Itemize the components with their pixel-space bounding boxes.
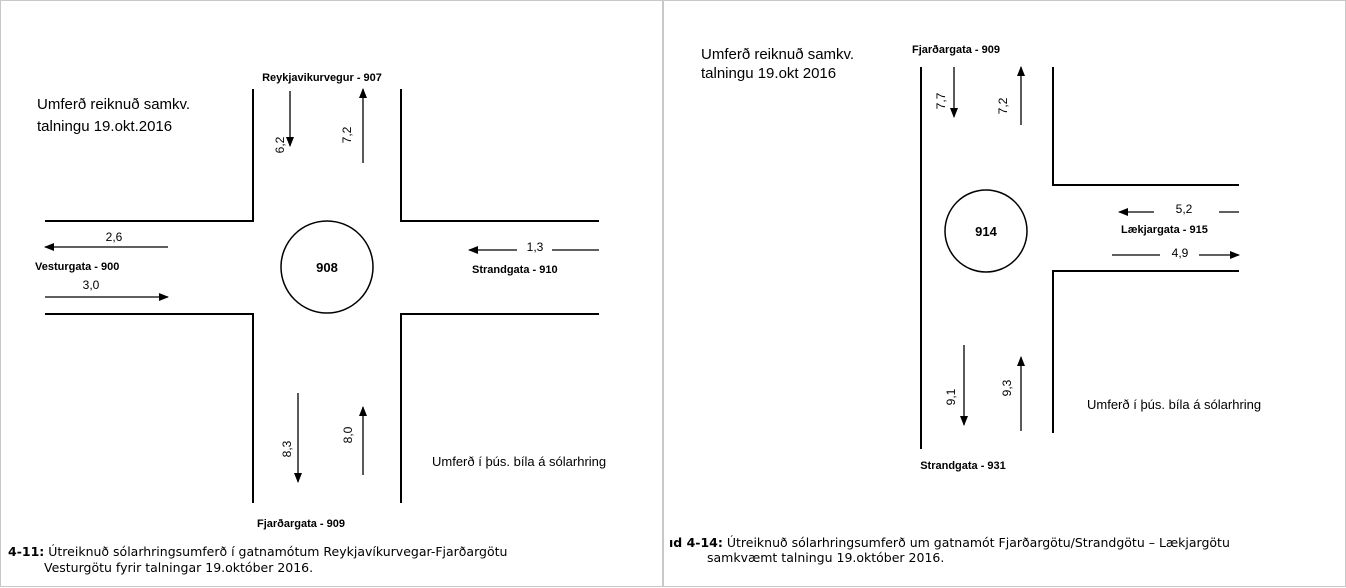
flow-label-south-down: 9,1 [944,388,958,405]
roundabout-circle [280,220,374,314]
street-label-north: Reykjavikurvegur - 907 [262,72,382,84]
units-note: Umferð í þús. bíla á sólarhring [1087,397,1261,412]
caption-number: ıd 4-14: [669,535,723,550]
note-title-line1: Umferð reiknuð samkv. [701,46,854,63]
figure-caption-left: 4-11: Útreiknuð sólarhringsumferð í gatn… [8,544,507,559]
road-edge-se [1052,270,1239,433]
flow-label-north-up: 7,2 [340,126,354,143]
roundabout-label: 914 [975,224,997,239]
flow-label-west-out: 2,6 [106,230,123,244]
road-edge-nw [45,89,254,222]
figure-caption-left-line2: Vesturgötu fyrir talningar 19.október 20… [44,560,313,575]
street-label-south: Fjarðargata - 909 [257,518,345,530]
street-label-west: Vesturgata - 900 [35,261,119,273]
flow-label-east-out: 4,9 [1172,246,1189,260]
flow-label-north-down: 6,2 [273,136,287,153]
figure-caption-right-line2: samkvæmt talningu 19.október 2016. [707,550,944,565]
caption-number: 4-11: [8,544,45,559]
flow-label-north-up: 7,2 [996,97,1010,114]
diagram-panel-left: 908 6,2 7,2 Reykjavikurvegur - 907 2,6 3… [0,0,663,587]
caption-text-line2: Vesturgötu fyrir talningar 19.október 20… [44,560,314,575]
road-edge-sw [45,313,254,503]
street-label-south: Strandgata - 931 [920,460,1006,472]
caption-text-line1: Útreiknuð sólarhringsumferð í gatnamótum… [44,544,508,559]
flow-label-east-in: 1,3 [527,240,544,254]
street-label-east: Lækjargata - 915 [1121,224,1208,236]
caption-text-line1: Útreiknuð sólarhringsumferð um gatnamót … [722,535,1230,550]
diagram-panel-right: 914 7,7 7,2 Fjarðargata - 909 5,2 Lækjar… [663,0,1346,587]
caption-text-line2: samkvæmt talningu 19.október 2016. [707,550,945,565]
roundabout-circle [944,189,1028,273]
note-title-line2: talningu 19.okt 2016 [701,65,836,82]
flow-label-west-in: 3,0 [83,278,100,292]
roundabout-label: 908 [316,260,338,275]
road-edge-ne [400,89,599,222]
note-title-line2: talningu 19.okt.2016 [37,118,172,135]
street-label-east: Strandgata - 910 [472,264,558,276]
street-label-north: Fjarðargata - 909 [912,44,1000,56]
flow-label-east-in: 5,2 [1176,202,1193,216]
flow-label-south-up: 9,3 [1000,379,1014,396]
intersection-diagram-right: 914 7,7 7,2 Fjarðargata - 909 5,2 Lækjar… [701,44,1261,472]
figure-caption-right: ıd 4-14: Útreiknuð sólarhringsumferð um … [669,535,1230,550]
flow-label-south-up: 8,0 [341,426,355,443]
road-edge-ne [1052,67,1239,186]
flow-label-north-down: 7,7 [934,92,948,109]
intersection-diagram-left: 908 6,2 7,2 Reykjavikurvegur - 907 2,6 3… [35,72,606,530]
flow-label-south-down: 8,3 [280,440,294,457]
units-note: Umferð í þús. bíla á sólarhring [432,454,606,469]
road-edge-se [400,313,599,503]
note-title-line1: Umferð reiknuð samkv. [37,96,190,113]
